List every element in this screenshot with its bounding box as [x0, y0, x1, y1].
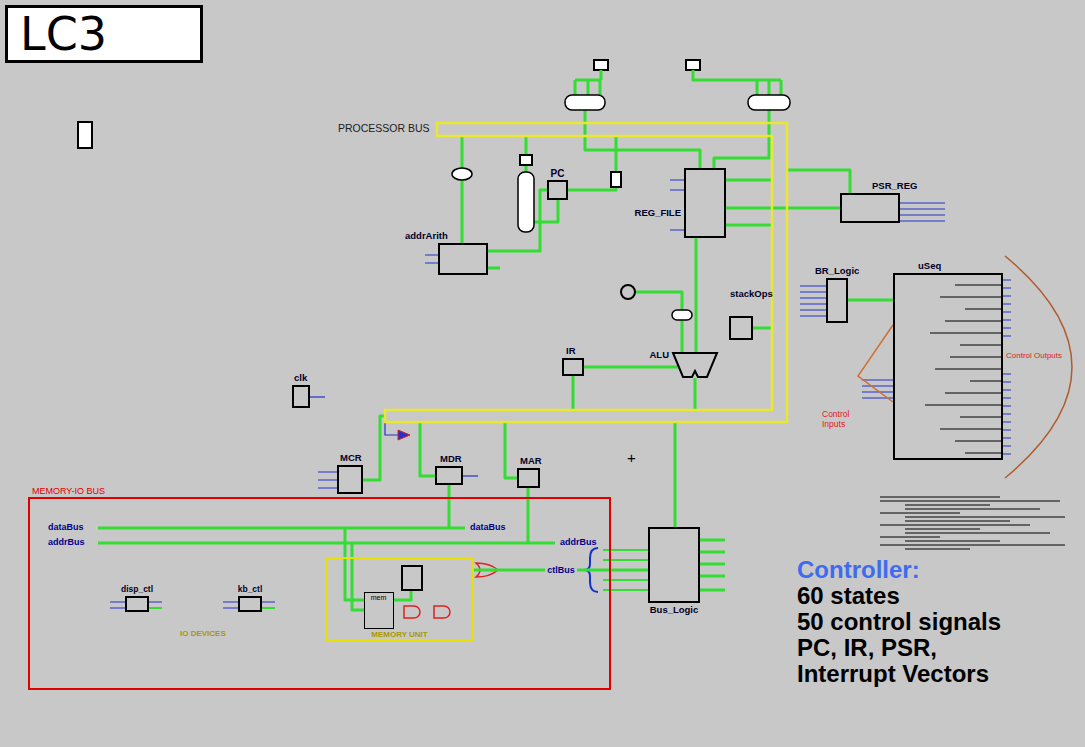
note-line: 60 states: [797, 582, 900, 610]
bus-label: ctlBus: [545, 565, 577, 575]
branch-logic: BR_Logic: [826, 278, 848, 323]
wire-connector: [695, 238, 698, 352]
mux-symbol: [565, 95, 605, 110]
wire-connector: [848, 299, 893, 302]
component-label: kb_ctl: [238, 585, 263, 595]
label-anchor: +: [627, 449, 636, 466]
small-block: [594, 60, 608, 70]
memory-unit-box: memMEMORY UNIT: [325, 557, 474, 642]
component-label: addrArith: [405, 231, 448, 242]
label-anchor: PC, IR, PSR,: [797, 634, 937, 662]
label-anchor: IO DEVICES: [180, 629, 226, 638]
input-bracket: [858, 325, 893, 402]
memory-io-bus-box: disp_ctlkb_ctlmemMEMORY UNITMEMORY-IO BU…: [28, 497, 611, 690]
mux-symbol: [452, 168, 472, 180]
label-anchor: ctlBus: [545, 565, 577, 575]
alu-symbol: ALU: [672, 352, 718, 378]
component-label: MAR: [520, 456, 542, 467]
component-label: IR: [566, 346, 576, 357]
wire-connector: [726, 207, 840, 210]
component-label: MEMORY UNIT: [371, 630, 427, 639]
wire-connector: [488, 190, 547, 251]
small-block: [611, 172, 621, 187]
note-line: 50 control signals: [797, 608, 1001, 636]
mux-symbol: [518, 172, 534, 232]
processor-bus-band: PROCESSOR BUS: [330, 118, 790, 425]
group-label: IO DEVICES: [180, 629, 226, 638]
label-anchor: 50 control signals: [797, 608, 1001, 636]
component-label: MEMORY-IO BUS: [32, 486, 105, 496]
small-block: [78, 122, 92, 148]
bus-logic-unit: Bus_Logic: [648, 527, 700, 603]
label-anchor: Control Outputs: [1006, 351, 1062, 360]
address-arith-unit: addrArith: [438, 243, 488, 275]
component-label: MCR: [340, 453, 362, 464]
label-anchor: addrBus: [48, 537, 85, 547]
note-line: Interrupt Vectors: [797, 660, 989, 688]
constant-source: [621, 285, 635, 299]
mcr-register: MCR: [337, 465, 363, 494]
stack-ops-unit: stackOps: [729, 316, 753, 340]
label-anchor: Interrupt Vectors: [797, 660, 989, 688]
inverter-symbol: [398, 430, 410, 440]
clock-source: clk: [292, 385, 310, 408]
title-text: LC3: [20, 8, 107, 60]
green-wires: [98, 70, 850, 610]
label-anchor: Control Inputs: [822, 410, 862, 430]
and-gate-symbol: [404, 606, 450, 618]
microsequencer: uSeq: [893, 273, 1003, 460]
display-controller: disp_ctl: [125, 596, 149, 612]
component-label: PSR_REG: [872, 181, 917, 192]
output-bracket: [1005, 256, 1072, 478]
component-label: stackOps: [730, 289, 773, 300]
small-block: [520, 155, 532, 165]
component-label: disp_ctl: [121, 585, 153, 595]
component-label: PROCESSOR BUS: [338, 122, 430, 134]
component-label: Bus_Logic: [650, 605, 699, 616]
component-label: uSeq: [918, 261, 941, 272]
note-line: PC, IR, PSR,: [797, 634, 937, 662]
component-label: REG_FILE: [635, 208, 681, 219]
mar-register: MAR: [517, 468, 540, 488]
mux-symbol: [672, 310, 692, 320]
pc-register: PC: [547, 180, 568, 200]
title-box: LC3: [5, 5, 203, 63]
mux-symbol: [748, 95, 790, 110]
label-anchor: Controller:: [797, 556, 920, 584]
note-heading: Controller:: [797, 556, 920, 584]
component-label: BR_Logic: [815, 266, 859, 277]
label-anchor: dataBus: [48, 522, 84, 532]
keyboard-controller: kb_ctl: [238, 596, 262, 612]
component-label: PC: [551, 168, 565, 180]
component-label: MDR: [440, 454, 462, 465]
cursor-mark: +: [627, 449, 636, 466]
small-block: [402, 566, 422, 590]
signal-group-label: Control Outputs: [1006, 351, 1062, 360]
bus-label: dataBus: [470, 522, 506, 532]
label-anchor: 60 states: [797, 582, 900, 610]
small-block: [686, 60, 700, 70]
signal-group-label: Control Inputs: [822, 410, 862, 430]
component-label: clk: [294, 373, 307, 384]
bus-band-outline: [330, 118, 790, 425]
bus-label: dataBus: [48, 522, 84, 532]
blue-stubs: [110, 180, 1011, 608]
instruction-register: IR: [562, 358, 584, 376]
listing-lines: [880, 497, 1065, 549]
alu-outline: [672, 352, 718, 378]
register-file: REG_FILE: [684, 168, 726, 238]
label-anchor: addrBus: [560, 537, 597, 547]
component-label: ALU: [649, 350, 669, 361]
mdr-register: MDR: [435, 466, 463, 485]
bus-label: addrBus: [48, 537, 85, 547]
psr-register: PSR_REG: [840, 193, 900, 223]
bus-label: addrBus: [560, 537, 597, 547]
component-label: mem: [371, 594, 387, 602]
label-anchor: dataBus: [470, 522, 506, 532]
memory-array: mem: [364, 592, 394, 629]
state-table-lines: [925, 285, 1001, 453]
wire-connector: [584, 366, 678, 369]
